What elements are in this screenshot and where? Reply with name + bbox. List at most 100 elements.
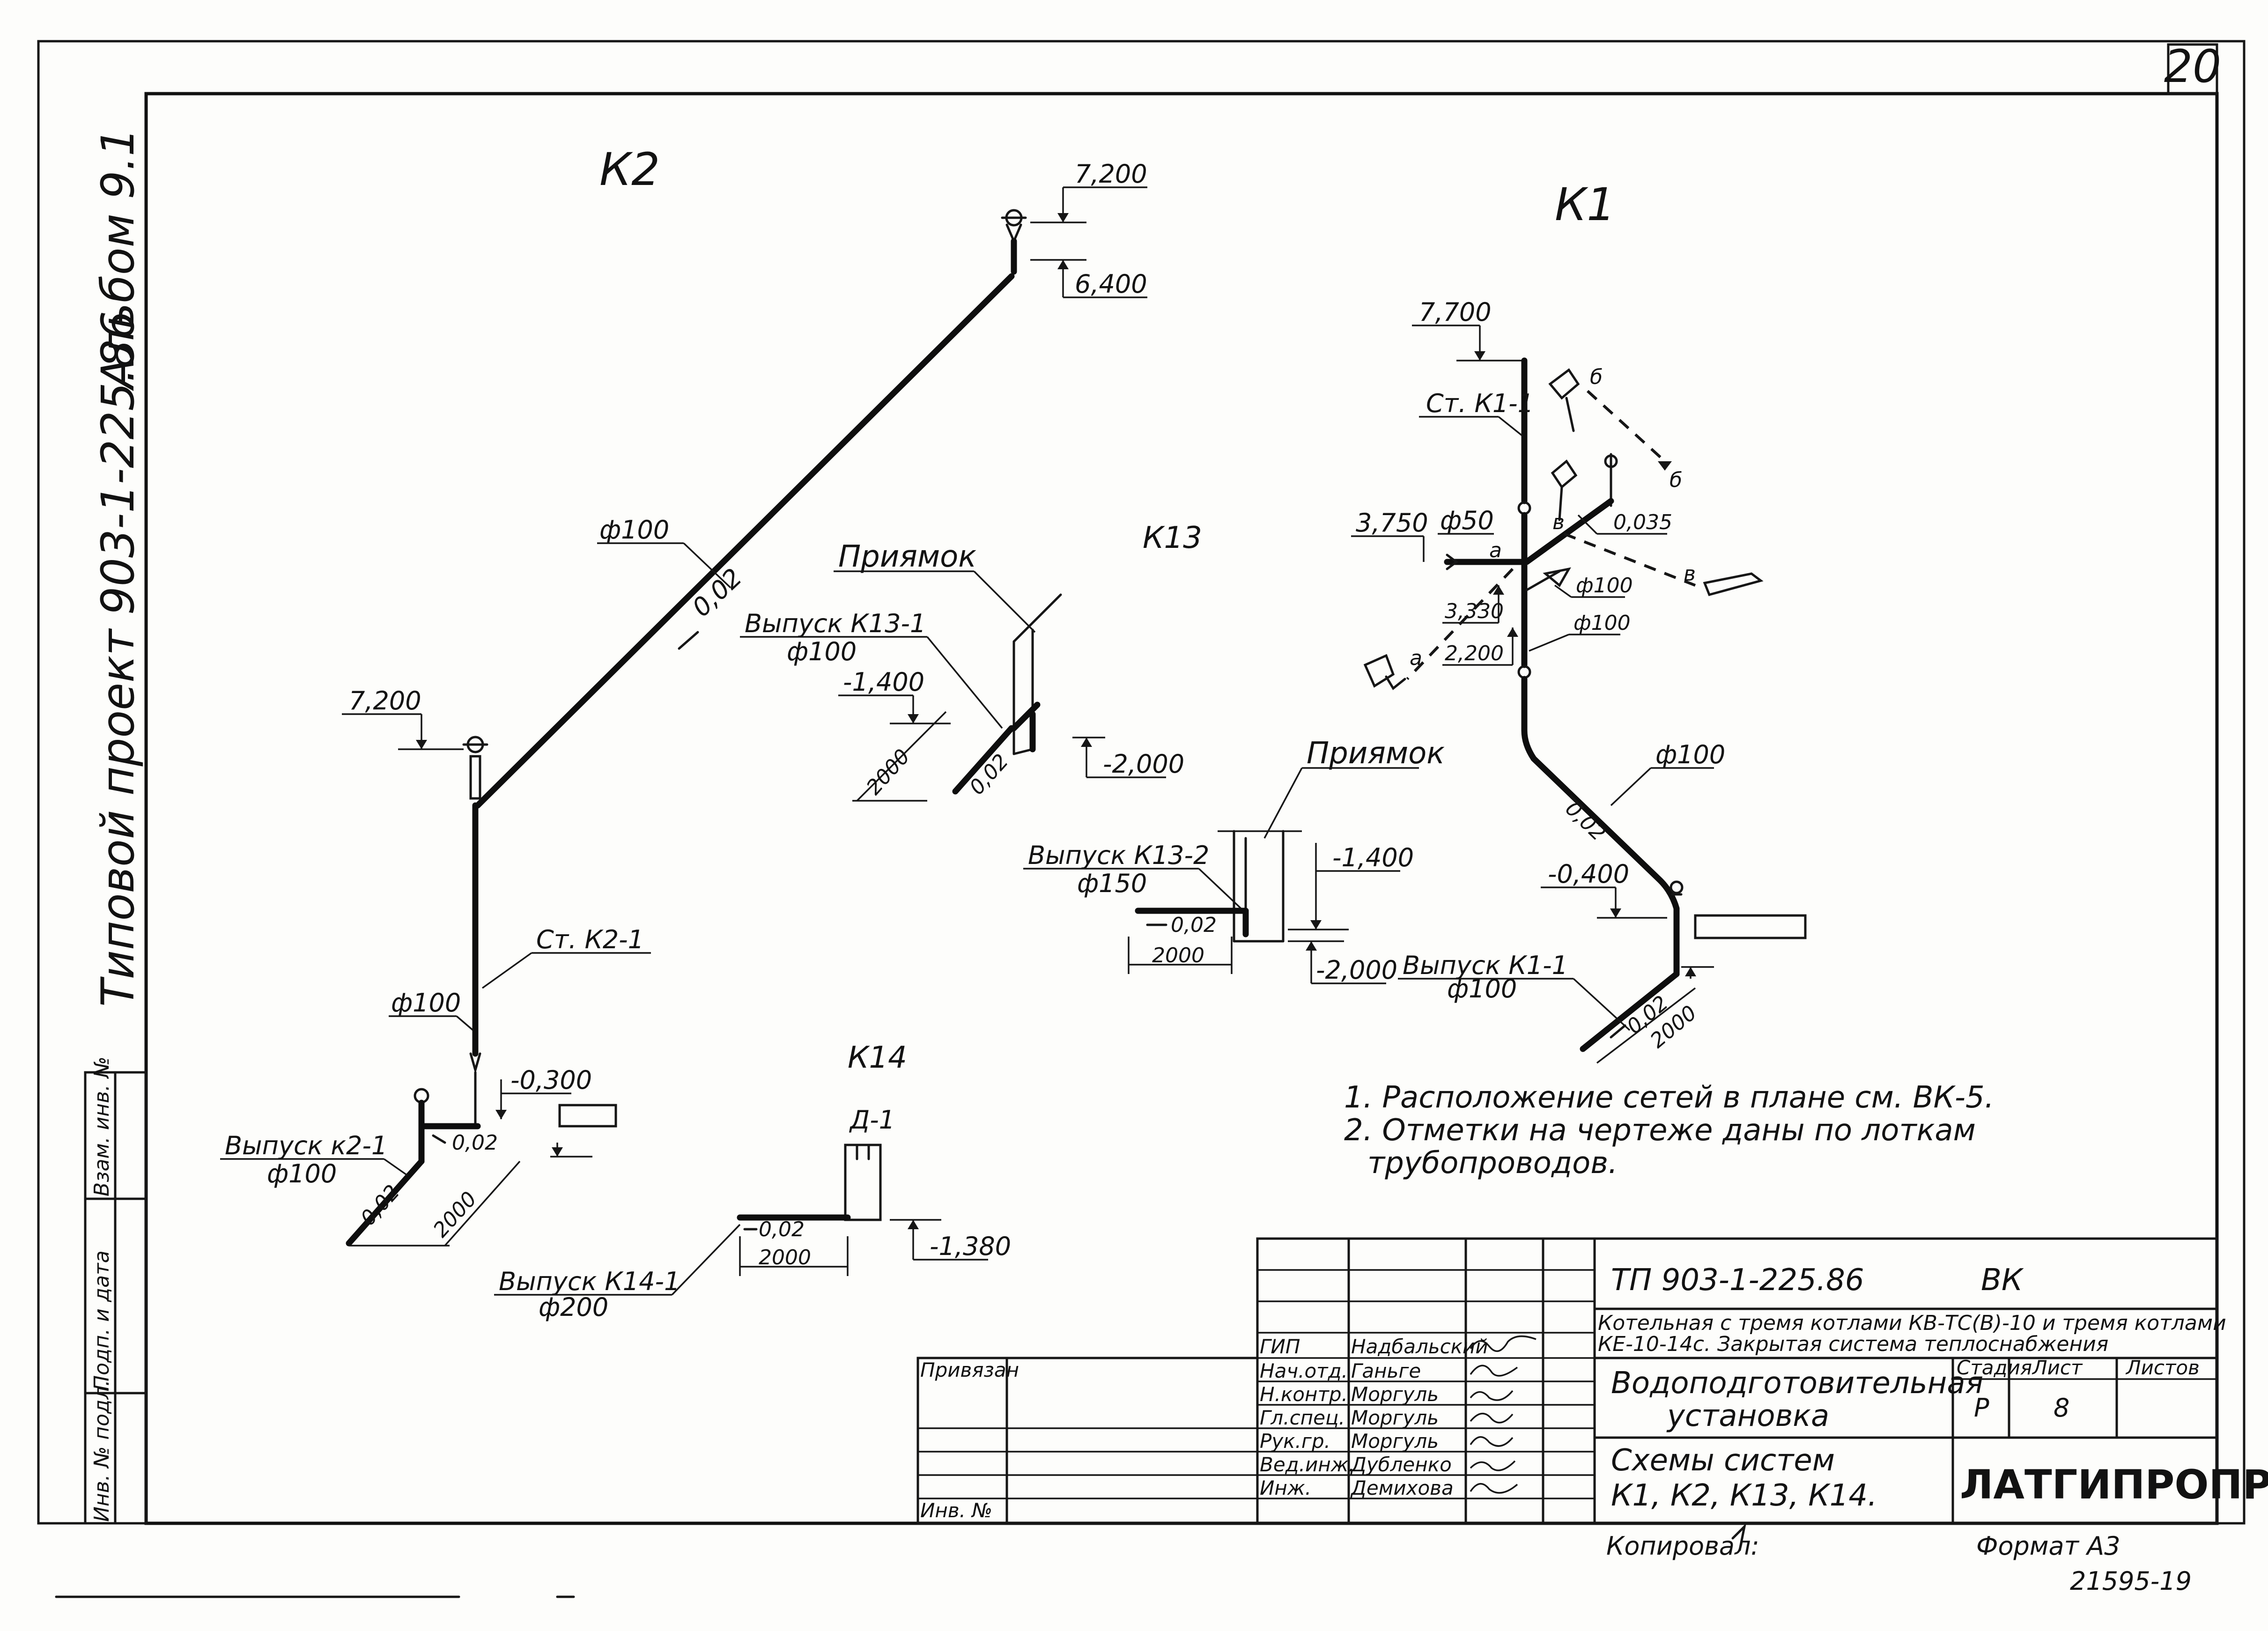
k1-outlet: Выпуск К1-1 bbox=[1403, 951, 1568, 980]
k13-outlet2-diam: ф150 bbox=[1077, 869, 1147, 898]
k13-elev3: -1,400 bbox=[1332, 843, 1414, 872]
inv-label: Инв. № bbox=[920, 1499, 992, 1522]
role-2: Н.контр. bbox=[1260, 1383, 1348, 1406]
k1-diam100a: ф100 bbox=[1576, 574, 1633, 598]
sheets-header: Листов bbox=[2125, 1356, 2200, 1379]
k2-elev-top: 7,200 bbox=[1075, 159, 1147, 189]
k1-diam100b: ф100 bbox=[1574, 611, 1631, 635]
k13-pit1: Приямок bbox=[838, 539, 976, 574]
strip-replace: Взам. инв. № bbox=[90, 1056, 114, 1196]
k14-outlet: Выпуск К14-1 bbox=[499, 1267, 680, 1296]
k14-slope: 0,02 bbox=[759, 1218, 805, 1241]
k1-slope: 0,02 bbox=[1560, 797, 1610, 846]
k1-diam50: ф50 bbox=[1440, 506, 1494, 535]
sheet-number-box bbox=[2167, 43, 2218, 95]
k14-len: 2000 bbox=[759, 1246, 811, 1269]
name-6: Демихова bbox=[1350, 1476, 1454, 1499]
k1-branch-v bbox=[1563, 532, 1696, 587]
k1-mark-v2: в bbox=[1684, 562, 1696, 586]
k1-title: К1 bbox=[1555, 178, 1615, 231]
k1-elev-m400: -0,400 bbox=[1548, 859, 1629, 889]
k1-branch-a bbox=[1406, 568, 1514, 680]
k2-outlet-pipe bbox=[346, 1158, 425, 1247]
k1-diam100c: ф100 bbox=[1655, 740, 1725, 769]
k1-elev-3330: 3,330 bbox=[1445, 599, 1504, 623]
k2-riser-label: Ст. К2-1 bbox=[536, 925, 644, 954]
object-line2: КЕ-10-14с. Закрытая система теплоснабжен… bbox=[1598, 1332, 2108, 1356]
role-4: Рук.гр. bbox=[1260, 1430, 1330, 1453]
system-k13: К13 Приямок Выпуск К13-1 ф100 -1,400 0,0… bbox=[740, 521, 1445, 985]
k14-tag: Д-1 bbox=[849, 1105, 895, 1135]
role-6: Инж. bbox=[1260, 1476, 1311, 1499]
name-2: Моргуль bbox=[1351, 1383, 1439, 1406]
k13-outlet1: Выпуск К13-1 bbox=[745, 609, 926, 638]
k2-diagonal-pipe bbox=[474, 273, 1015, 809]
sheet-number: 20 bbox=[2164, 40, 2221, 93]
k1-main-pipe bbox=[1521, 676, 1680, 928]
drawing-title1: Схемы систем bbox=[1611, 1443, 1835, 1478]
k1-elev-3750: 3,750 bbox=[1356, 508, 1428, 538]
strip-inv: Инв. № подл. bbox=[90, 1380, 114, 1522]
k13-outlet1-diam: ф100 bbox=[787, 637, 857, 666]
k13-len1: 2000 bbox=[862, 745, 915, 799]
stamp-number: 21595-19 bbox=[2070, 1566, 2192, 1596]
sheet-header: Лист bbox=[2032, 1356, 2083, 1379]
role-1: Нач.отд. bbox=[1260, 1359, 1348, 1382]
k13-pit2: Приямок bbox=[1307, 736, 1445, 771]
name-0: Надбальский bbox=[1351, 1335, 1488, 1358]
doc-mark: ВК bbox=[1981, 1263, 2024, 1298]
stage-header: Стадия bbox=[1957, 1356, 2032, 1379]
k2-elev-upper: 6,400 bbox=[1075, 269, 1147, 299]
k2-slope-low: 0,02 bbox=[452, 1131, 498, 1155]
k2-outlet-diam: ф100 bbox=[267, 1159, 337, 1188]
k14-outlet-diam: ф200 bbox=[539, 1292, 608, 1322]
k1-mark-b2: б bbox=[1670, 468, 1682, 492]
doc-code: ТП 903-1-225.86 bbox=[1611, 1263, 1864, 1298]
k14-elev: -1,380 bbox=[930, 1232, 1011, 1261]
system-k1: К1 7,700 Ст. К1-1 3,750 ф50 а а б б bbox=[1351, 178, 1807, 1064]
note-1: 1. Расположение сетей в плане см. ВК-5. bbox=[1344, 1080, 1994, 1115]
stage-value: Р bbox=[1974, 1393, 1989, 1423]
note-2a: 2. Отметки на чертеже даны по лоткам bbox=[1344, 1113, 1976, 1148]
k13-outlet1-pipe bbox=[952, 725, 1015, 795]
format-label: Формат А3 bbox=[1976, 1531, 2120, 1561]
org-name: ЛАТГИПРОПРОМ bbox=[1960, 1461, 2268, 1508]
drawing-title2: К1, К2, К13, К14. bbox=[1611, 1478, 1877, 1513]
signatures bbox=[1470, 1335, 1537, 1494]
k13-elev4: -2,000 bbox=[1316, 955, 1397, 985]
name-5: Дубленко bbox=[1350, 1453, 1452, 1476]
name-1: Ганьге bbox=[1351, 1359, 1421, 1382]
system-k2: К2 7,200 6,400 ф100 0,02 7,200 Ст. К bbox=[220, 143, 1147, 1247]
k1-mark-v: в bbox=[1552, 510, 1565, 534]
notes: 1. Расположение сетей в плане см. ВК-5. … bbox=[1344, 1080, 1994, 1181]
k2-outlet: Выпуск к2-1 bbox=[225, 1131, 387, 1160]
object-line1: Котельная с тремя котлами КВ-ТС(В)-10 и … bbox=[1598, 1311, 2226, 1335]
k13-len2: 2000 bbox=[1152, 944, 1204, 967]
k2-diam: ф100 bbox=[599, 515, 669, 545]
side-project-label: Типовой проект 903-1-225.86 bbox=[92, 311, 144, 1007]
name-4: Моргуль bbox=[1351, 1430, 1439, 1453]
sheet-title2: установка bbox=[1666, 1399, 1829, 1433]
k1-mark-b: б bbox=[1590, 365, 1603, 389]
outer-border bbox=[37, 40, 2246, 1525]
k2-riser-diam: ф100 bbox=[391, 988, 461, 1018]
role-0: ГИП bbox=[1260, 1335, 1300, 1358]
title-block: ГИП Нач.отд. Н.контр. Гл.спец. Рук.гр. В… bbox=[916, 1237, 2268, 1596]
k1-outlet-pipe bbox=[1580, 971, 1680, 1052]
k13-elev1: -1,400 bbox=[843, 667, 924, 697]
side-album-label: Альбом 9.1 bbox=[92, 128, 144, 391]
strip-sign: Подп. и дата bbox=[90, 1250, 114, 1391]
k13-elev2: -2,000 bbox=[1103, 749, 1184, 779]
k2-elev-bottom: -0,300 bbox=[510, 1065, 592, 1095]
role-3: Гл.спец. bbox=[1260, 1406, 1345, 1429]
role-5: Вед.инж. bbox=[1260, 1453, 1355, 1476]
k2-elev-left: 7,200 bbox=[349, 686, 421, 716]
k1-riser-label: Ст. К1-1 bbox=[1426, 389, 1534, 418]
k13-title: К13 bbox=[1143, 521, 1202, 555]
k13-slope2: 0,02 bbox=[1171, 913, 1217, 937]
k13-outlet2: Выпуск К13-2 bbox=[1028, 841, 1209, 870]
k1-mark-a: а bbox=[1489, 539, 1502, 562]
k1-mark-a2: а bbox=[1410, 646, 1422, 670]
